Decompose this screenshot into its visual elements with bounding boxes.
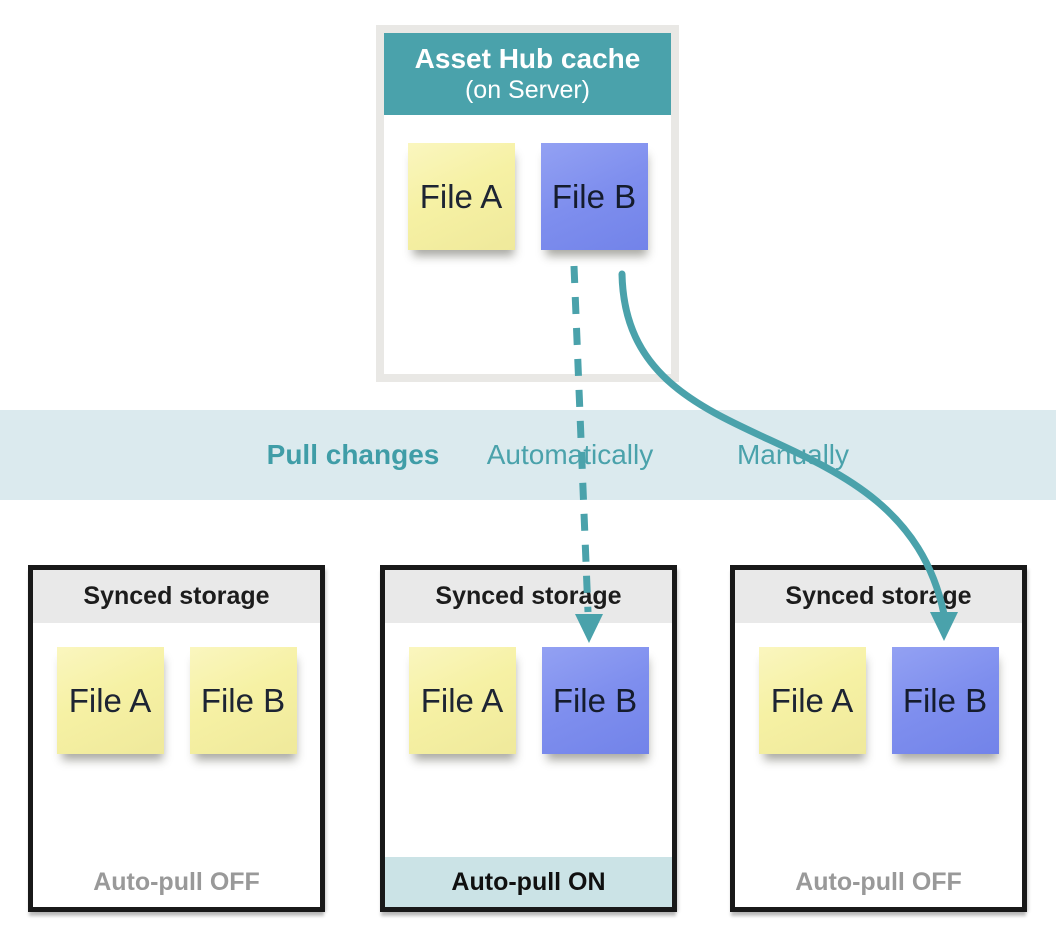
file-note-label: File B (551, 177, 637, 215)
manually-label: Manually (736, 439, 850, 470)
auto-pull-status-label: Auto-pull OFF (93, 867, 260, 896)
synced-storage-title: Synced storage (83, 582, 270, 610)
file-note-b: File B (540, 143, 648, 250)
file-note-b: File B (189, 647, 297, 754)
automatically-label: Automatically (486, 439, 654, 470)
file-note-b: File B (541, 647, 649, 754)
file-note-a: File A (758, 647, 866, 754)
file-note-label: File B (200, 681, 286, 719)
synced-storage-title: Synced storage (435, 582, 622, 610)
synced-storage-title: Synced storage (785, 582, 972, 610)
auto-pull-status: Auto-pull OFF (735, 857, 1022, 907)
auto-pull-status-label: Auto-pull OFF (795, 867, 962, 896)
asset-hub-cache-subtitle: (on Server) (464, 76, 591, 105)
pull-changes-band: Pull changes Automatically Manually (0, 410, 1056, 500)
file-note-label: File A (68, 681, 152, 719)
file-note-label: File B (552, 681, 638, 719)
synced-storage-header: Synced storage (385, 570, 672, 623)
file-note-label: File B (902, 681, 988, 719)
asset-hub-cache-box: Asset Hub cache (on Server) File A File … (376, 25, 679, 382)
synced-storage-header: Synced storage (735, 570, 1022, 623)
storage-notes-row: File A File B (33, 647, 320, 754)
file-note-a: File A (408, 647, 516, 754)
asset-hub-cache-title: Asset Hub cache (414, 42, 641, 74)
asset-hub-cache-header: Asset Hub cache (on Server) (384, 33, 671, 115)
auto-pull-status: Auto-pull ON (385, 857, 672, 907)
file-note-b: File B (891, 647, 999, 754)
storage-notes-row: File A File B (385, 647, 672, 754)
file-note-label: File A (420, 681, 504, 719)
pull-changes-title: Pull changes (266, 439, 440, 470)
file-note-a: File A (56, 647, 164, 754)
synced-storage-box-2: Synced storage File A File B Auto-pull O… (380, 565, 677, 912)
file-note-label: File A (419, 177, 503, 215)
auto-pull-status-label: Auto-pull ON (451, 867, 606, 896)
file-note-label: File A (770, 681, 854, 719)
server-notes-row: File A File B (384, 143, 671, 250)
auto-pull-status: Auto-pull OFF (33, 857, 320, 907)
synced-storage-box-1: Synced storage File A File B Auto-pull O… (28, 565, 325, 912)
synced-storage-header: Synced storage (33, 570, 320, 623)
storage-notes-row: File A File B (735, 647, 1022, 754)
file-note-a: File A (407, 143, 515, 250)
synced-storage-box-3: Synced storage File A File B Auto-pull O… (730, 565, 1027, 912)
